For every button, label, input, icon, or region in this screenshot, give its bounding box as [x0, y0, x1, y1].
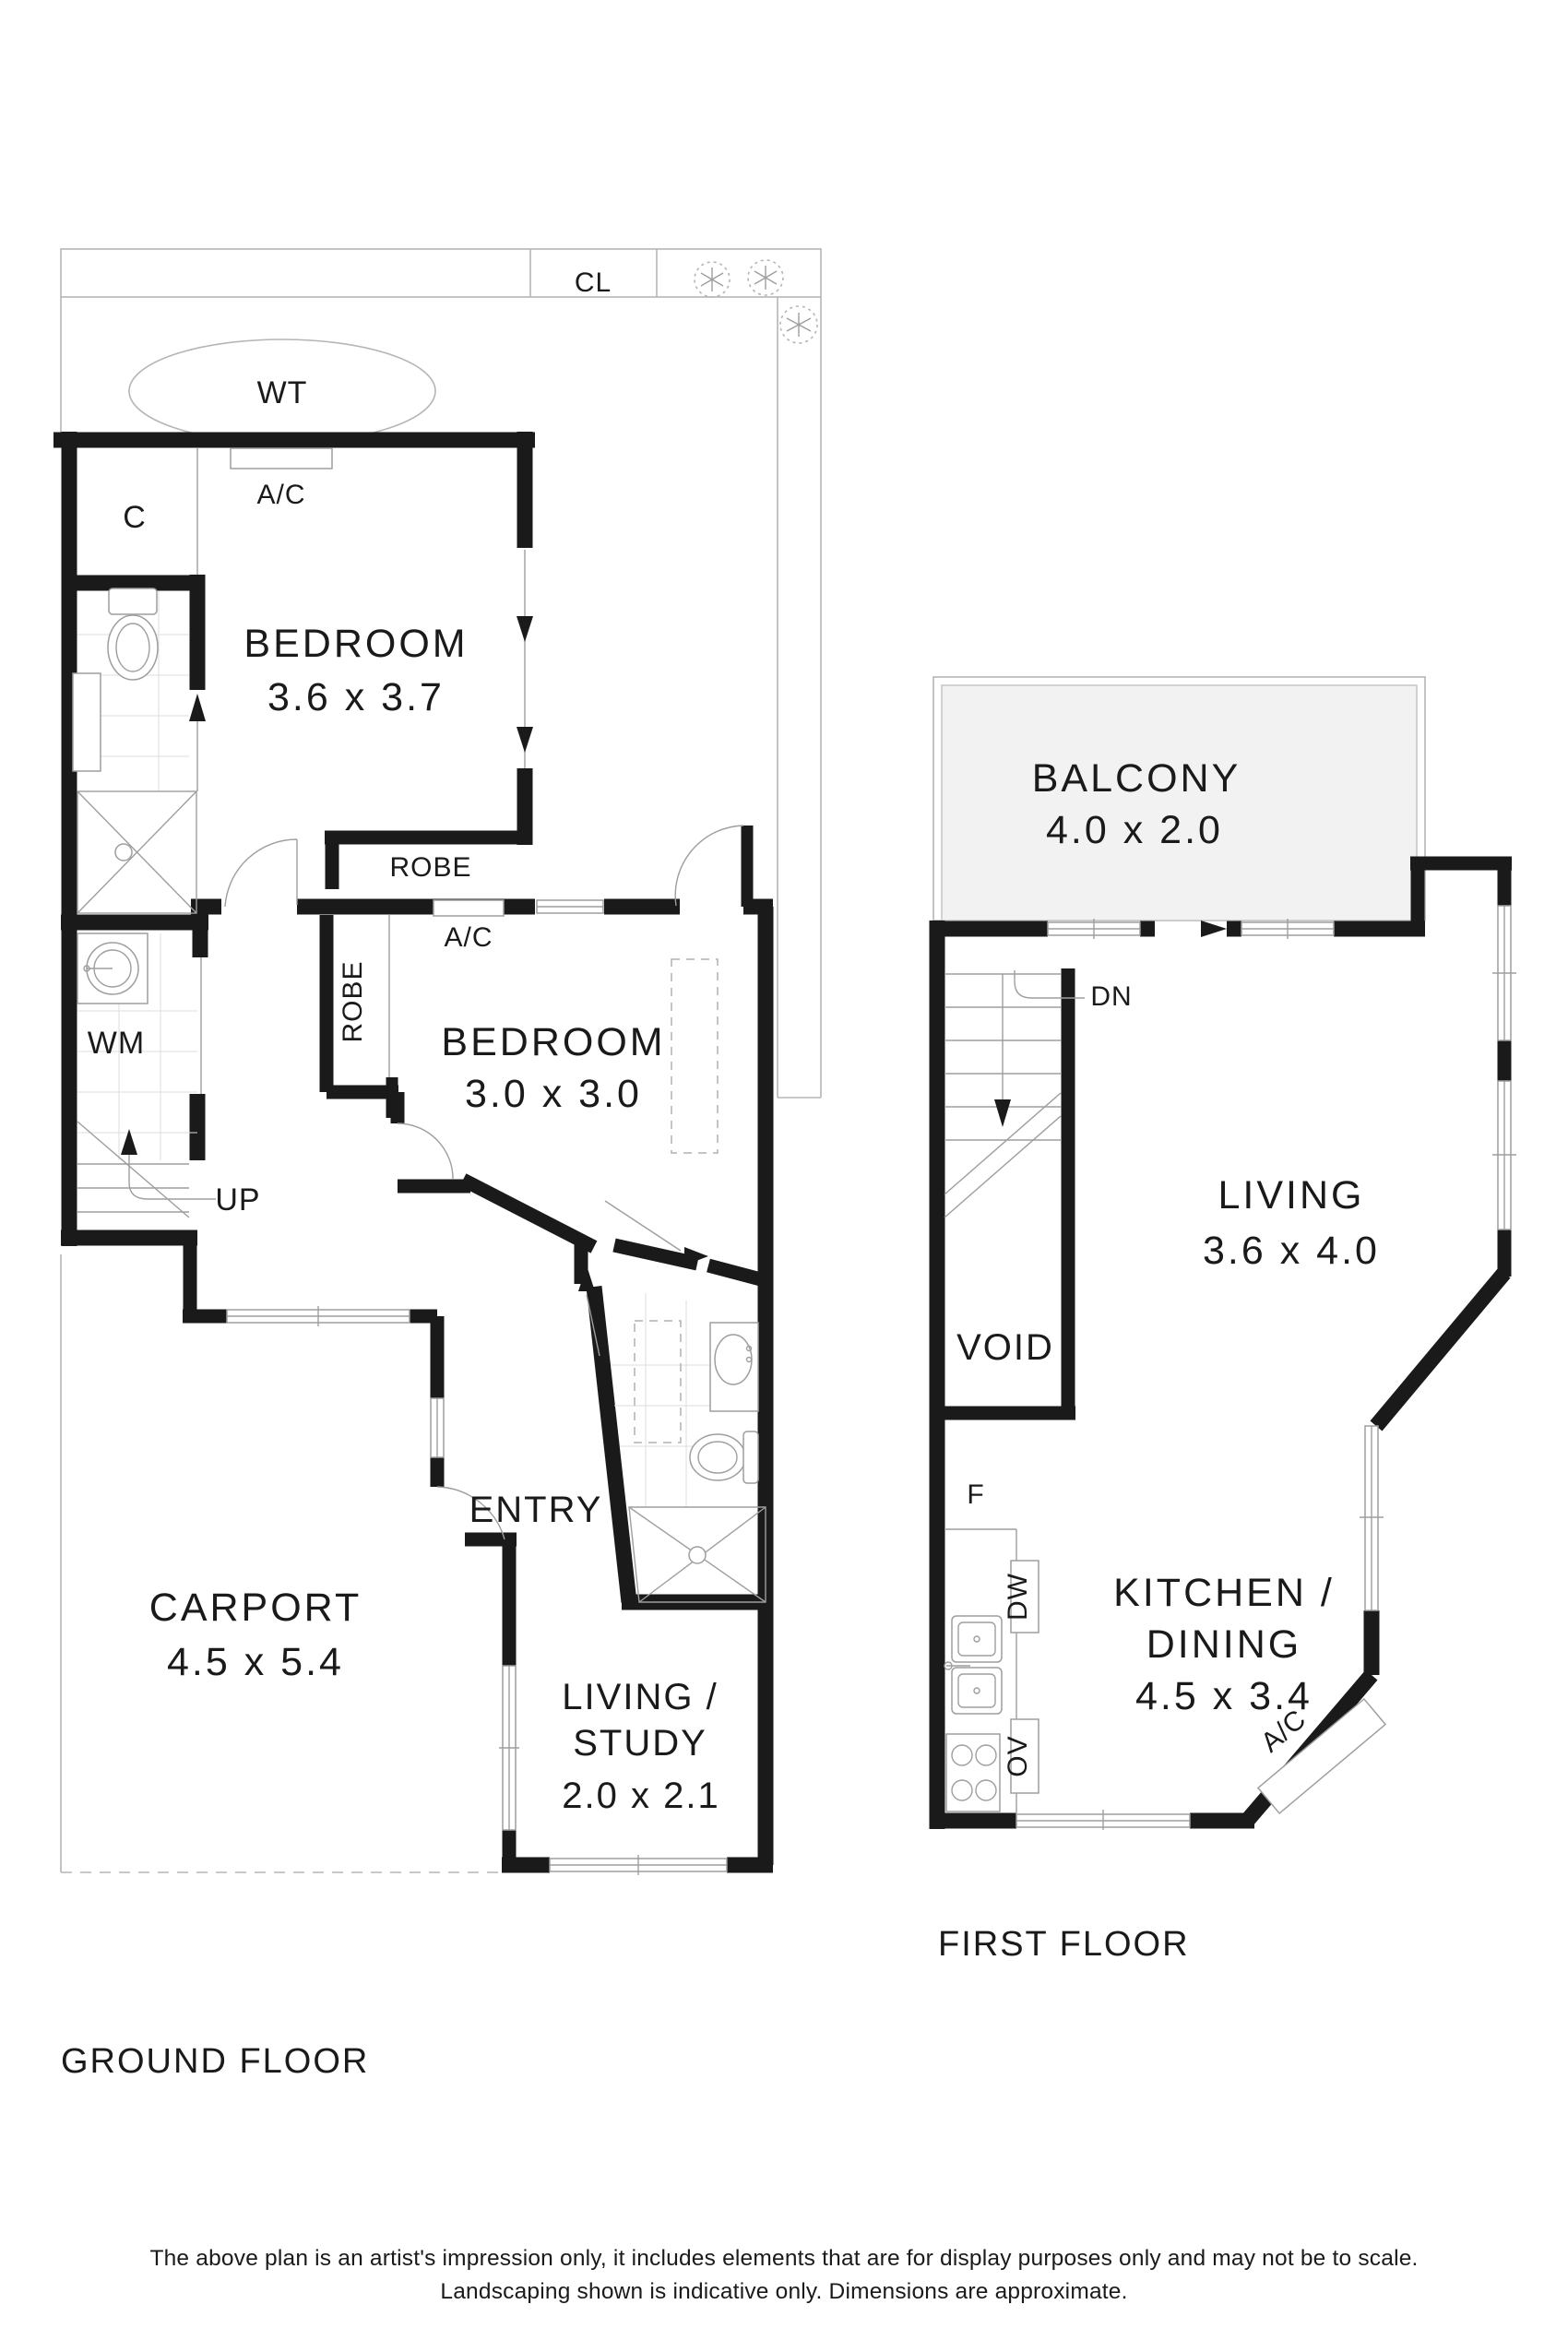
bedroom1-extras: [230, 447, 533, 768]
bathroom2-fixtures: [611, 1293, 766, 1603]
entry-label: ENTRY: [469, 1490, 603, 1530]
first-floor-plan: BALCONY 4.0 x 2.0 DN LIVING 3.6 x 4.0 VO…: [929, 676, 1516, 1830]
stairs-down-label: DN: [1090, 981, 1132, 1012]
living-study-line2: STUDY: [573, 1723, 707, 1764]
ground-floor-plan: CL WT C A/C BEDROOM 3.6 x 3.7 ROBE A/C R…: [53, 248, 822, 1875]
living-study-dims: 2.0 x 2.1: [562, 1776, 719, 1816]
linen-dashed: [634, 1320, 682, 1443]
first-floor-walls: [929, 856, 1512, 1829]
water-tank-label: WT: [257, 375, 308, 410]
bedroom2-extras: [388, 899, 719, 1154]
balcony-name: BALCONY: [1032, 756, 1241, 801]
cupboard-label: C: [123, 500, 147, 535]
carport-name: CARPORT: [149, 1586, 362, 1630]
balcony-dims: 4.0 x 2.0: [1046, 808, 1223, 852]
vanity-icon: [72, 672, 101, 772]
living-name: LIVING: [1218, 1173, 1365, 1218]
robe1-label: ROBE: [389, 852, 471, 883]
vanity-icon: [709, 1322, 759, 1412]
kitchen-sink-icon: [944, 1615, 1003, 1715]
first-floor-texts: BALCONY 4.0 x 2.0 DN LIVING 3.6 x 4.0 VO…: [956, 756, 1380, 1777]
down-arrow: [994, 1099, 1011, 1127]
kitchen-dims: 4.5 x 3.4: [1135, 1674, 1313, 1718]
stairs-down: [944, 970, 1085, 1218]
cooktop-icon: [945, 1733, 1001, 1812]
balcony: [932, 676, 1426, 921]
disclaimer-line2: Landscaping shown is indicative only. Di…: [440, 2279, 1127, 2304]
tree-icon: [747, 259, 784, 296]
first-floor-title: FIRST FLOOR: [938, 1925, 1190, 1964]
oven-icon: [1010, 1718, 1039, 1794]
stairs-up-label: UP: [215, 1182, 260, 1218]
disclaimer: The above plan is an artist's impression…: [149, 2246, 1418, 2304]
tree-icon: [779, 305, 818, 344]
first-floor-windows: [1016, 905, 1516, 1830]
washing-machine-label: WM: [88, 1026, 145, 1061]
bedroom1-dims: 3.6 x 3.7: [267, 675, 445, 719]
bathroom1-fixtures: [72, 448, 206, 914]
tree-icon: [694, 261, 731, 298]
kitchen-line1: KITCHEN /: [1113, 1571, 1335, 1615]
site-outline: [60, 248, 822, 1099]
living-study-line1: LIVING /: [562, 1677, 718, 1717]
ground-floor-texts: CL WT C A/C BEDROOM 3.6 x 3.7 ROBE A/C R…: [88, 267, 719, 1816]
ac-label-bedroom1: A/C: [256, 480, 305, 510]
ac-label-bedroom2: A/C: [444, 922, 493, 953]
laundry-fixtures: [77, 932, 202, 1160]
up-arrow: [121, 1129, 137, 1155]
living-dims: 3.6 x 4.0: [1203, 1229, 1380, 1273]
plan-titles: GROUND FLOOR FIRST FLOOR: [61, 1925, 1190, 2081]
ground-floor-windows: [226, 899, 728, 1875]
fridge-label: F: [967, 1479, 984, 1510]
dishwasher-label: DW: [1003, 1573, 1033, 1621]
slider-arrow: [1201, 921, 1227, 937]
void-label: VOID: [956, 1327, 1054, 1368]
toilet-icon: [107, 588, 159, 681]
door-arcs: [224, 825, 744, 1540]
carport-dims: 4.5 x 5.4: [167, 1640, 344, 1684]
ac-unit-icon: [433, 899, 505, 917]
robe2-label: ROBE: [338, 960, 368, 1042]
bedroom1-name: BEDROOM: [244, 622, 468, 666]
stairs-up: [77, 1121, 216, 1218]
wardrobe-dashed: [671, 958, 719, 1154]
laundry-sink-icon: [77, 932, 148, 1004]
bedroom2-name: BEDROOM: [441, 1020, 665, 1064]
shower-icon: [628, 1506, 766, 1603]
kitchen-fixtures: [944, 1528, 1387, 1815]
clothesline-label: CL: [575, 267, 612, 298]
ac-unit-icon: [230, 447, 333, 469]
toilet-icon: [689, 1431, 759, 1484]
shower-icon: [77, 790, 197, 914]
disclaimer-line1: The above plan is an artist's impression…: [149, 2246, 1418, 2271]
bedroom2-dims: 3.0 x 3.0: [465, 1072, 642, 1116]
ground-floor-title: GROUND FLOOR: [61, 2042, 369, 2081]
dishwasher-icon: [1010, 1560, 1039, 1633]
entry-path-arrows: [578, 1200, 708, 1357]
carport-outline: [60, 1254, 502, 1873]
direction-arrow: [189, 694, 206, 721]
oven-label: OV: [1003, 1735, 1033, 1776]
kitchen-line2: DINING: [1146, 1622, 1302, 1667]
ac-unit-icon: [1256, 1697, 1387, 1815]
